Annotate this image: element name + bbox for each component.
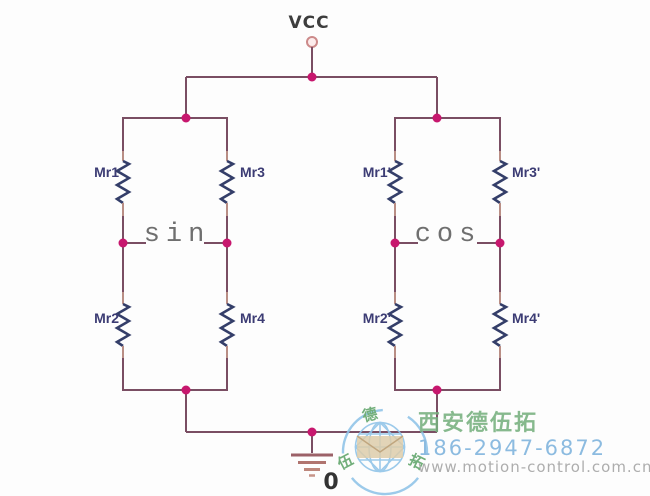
junction-sin-tap-right — [222, 238, 232, 248]
junction-sin-bottom — [181, 385, 191, 395]
logo-ring-arc-right — [407, 415, 429, 454]
watermark: 德 伍 拓 西安德伍拓 186-2947-6872 www.motion-con… — [334, 404, 650, 496]
sin-right-rail — [219, 116, 235, 392]
junction-vcc — [307, 72, 317, 82]
vcc-feed: VCC — [185, 13, 438, 118]
company-logo-icon: 德 伍 拓 — [334, 404, 429, 496]
cos-right-rail — [492, 116, 508, 392]
logo-char-right: 拓 — [406, 451, 427, 474]
cos-left-rail — [387, 116, 403, 392]
cos-bridge: Mr1' Mr3' Mr2' Mr4' cos — [363, 116, 540, 432]
resistor-label-mr1: Mr1 — [94, 164, 119, 180]
junction-cos-top — [432, 113, 442, 123]
resistor-label-mr4p: Mr4' — [512, 310, 540, 326]
junction-dots — [118, 72, 505, 437]
logo-ring-arc-left — [341, 408, 383, 454]
sin-bridge: Mr1 Mr3 Mr2 Mr4 sin — [94, 116, 265, 432]
junction-sin-tap-left — [118, 238, 128, 248]
logo-char-left: 伍 — [334, 450, 357, 473]
ground-label: 0 — [323, 470, 338, 495]
junction-sin-top — [181, 113, 191, 123]
vcc-terminal — [306, 36, 318, 48]
envelope-icon — [357, 436, 403, 458]
sin-left-rail — [115, 116, 131, 392]
junction-cos-tap-left — [390, 238, 400, 248]
sin-output-label: sin — [144, 220, 211, 250]
watermark-company-name: 西安德伍拓 — [418, 410, 538, 436]
resistor-label-mr1p: Mr1' — [363, 164, 391, 180]
watermark-phone-number: 186-2947-6872 — [418, 436, 606, 460]
junction-ground — [307, 427, 317, 437]
junction-cos-bottom — [432, 385, 442, 395]
logo-ring-arc-bottom — [350, 477, 420, 496]
ground-symbol — [291, 453, 333, 477]
resistor-label-mr2: Mr2 — [94, 310, 119, 326]
resistor-label-mr4: Mr4 — [240, 310, 265, 326]
cos-output-label: cos — [415, 220, 482, 250]
resistor-label-mr3: Mr3 — [240, 164, 265, 180]
resistor-label-mr2p: Mr2' — [363, 310, 391, 326]
watermark-website-url: www.motion-control.com.cn — [418, 458, 650, 476]
vcc-label: VCC — [288, 13, 329, 33]
logo-char-top: 德 — [361, 404, 380, 425]
envelope-flap — [356, 435, 404, 453]
junction-cos-tap-right — [495, 238, 505, 248]
resistor-label-mr3p: Mr3' — [512, 164, 540, 180]
